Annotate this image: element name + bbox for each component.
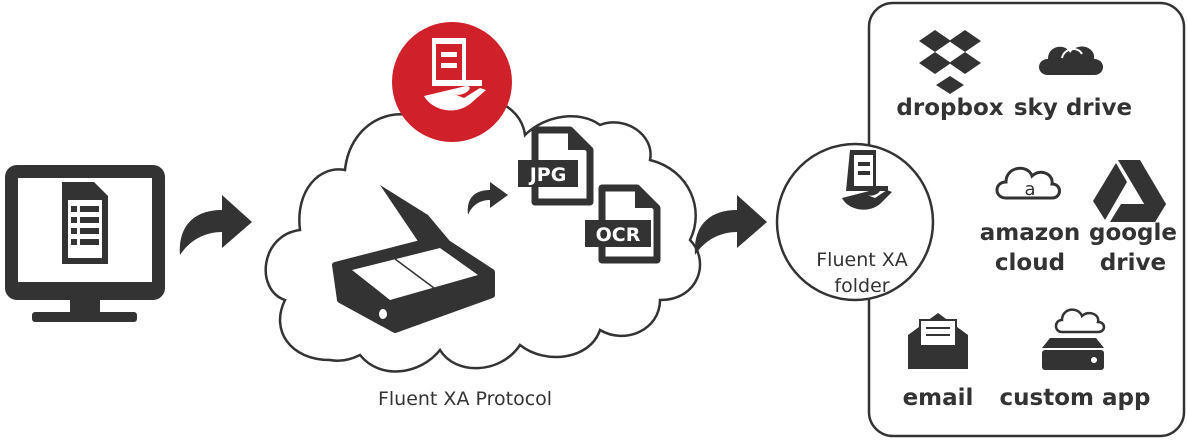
custom-app-icon — [1042, 308, 1106, 370]
folder-label-line2: folder — [834, 275, 889, 297]
sky-drive-icon — [1039, 46, 1103, 75]
arrow-icon — [694, 195, 767, 255]
fluent-xa-folder: Fluent XA folder — [775, 142, 935, 302]
fluent-xa-logo — [392, 22, 512, 142]
custom-app-label: custom app — [1000, 385, 1151, 411]
email-label: email — [903, 385, 974, 411]
amazon-cloud-label: cloud — [995, 250, 1065, 276]
scanner-icon — [332, 185, 495, 333]
ocr-file-icon: OCR — [585, 184, 661, 264]
google-drive-label: google — [1089, 220, 1177, 246]
arrow-icon — [179, 195, 252, 255]
jpg-tag: JPG — [528, 164, 567, 186]
dropbox-label: dropbox — [896, 95, 1003, 121]
email-icon — [908, 313, 968, 369]
fluent-xa-logo-icon — [842, 150, 892, 210]
jpg-file-icon: JPG — [518, 126, 594, 206]
ocr-tag: OCR — [596, 224, 641, 246]
computer-monitor-icon — [5, 165, 165, 322]
document-icon — [62, 182, 108, 264]
google-drive-icon — [1093, 160, 1166, 222]
amazon-cloud-label: amazon — [980, 220, 1081, 246]
arrow-icon — [467, 182, 508, 215]
amazon-glyph: a — [1024, 179, 1035, 200]
dropbox-icon — [919, 30, 981, 94]
google-drive-label: drive — [1100, 250, 1166, 276]
sky-drive-label: sky drive — [1014, 95, 1132, 121]
amazon-cloud-icon: a — [995, 166, 1061, 200]
protocol-label: Fluent XA Protocol — [378, 388, 552, 410]
folder-label-line1: Fluent XA — [816, 249, 907, 271]
destinations-panel: dropbox sky drive a amazon cloud google … — [867, 1, 1186, 438]
